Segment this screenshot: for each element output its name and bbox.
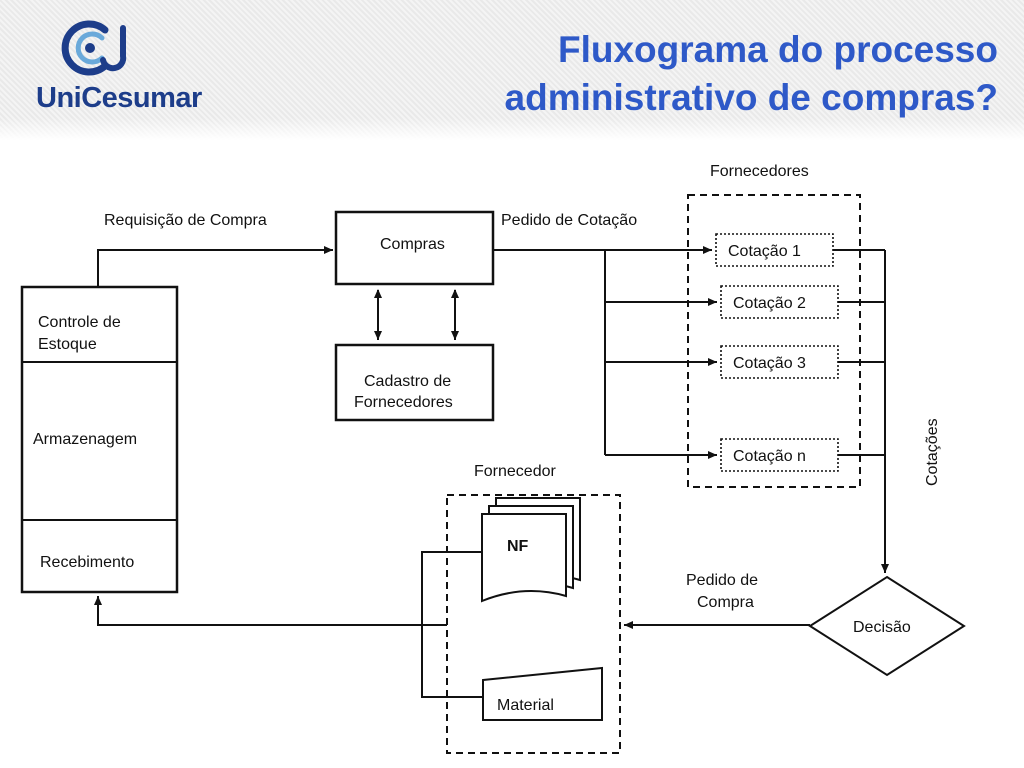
title-line-1: Fluxograma do processo bbox=[558, 29, 998, 70]
cadastro-label-1: Cadastro de bbox=[364, 373, 451, 390]
cotacao-2-label: Cotação 2 bbox=[733, 295, 806, 312]
cotacao-3-label: Cotação 3 bbox=[733, 355, 806, 372]
pedido-cotacao-label: Pedido de Cotação bbox=[501, 212, 637, 229]
nf-document-icon bbox=[481, 497, 581, 603]
slide-header bbox=[0, 0, 1024, 140]
compras-label: Compras bbox=[380, 236, 445, 253]
fornecedores-group bbox=[687, 194, 861, 488]
requisicao-label: Requisição de Compra bbox=[104, 212, 267, 229]
cotacao-2-box bbox=[720, 285, 839, 319]
page-title: Fluxograma do processo administrativo de… bbox=[358, 26, 998, 122]
requisicao-arrow bbox=[97, 246, 333, 287]
armazenagem-label: Armazenagem bbox=[33, 431, 137, 448]
cotacao-1-label: Cotação 1 bbox=[728, 243, 801, 260]
cotacao-request-arrows bbox=[493, 246, 717, 459]
logo-text: UniCesumar bbox=[36, 82, 202, 114]
estoque-column bbox=[20, 285, 179, 594]
material-label: Material bbox=[497, 697, 554, 714]
unicesumar-logo: UniCesumar bbox=[30, 20, 220, 120]
controle-estoque-label-2: Estoque bbox=[38, 336, 97, 353]
pedido-compra-label-1: Pedido de bbox=[686, 572, 758, 589]
nf-label: NF bbox=[507, 538, 529, 555]
controle-estoque-label-1: Controle de bbox=[38, 314, 121, 331]
recebimento-return-arrow bbox=[94, 551, 483, 698]
cadastro-label-2: Fornecedores bbox=[354, 394, 453, 411]
logo-emblem-icon bbox=[61, 20, 127, 76]
pedido-compra-label-2: Compra bbox=[697, 594, 754, 611]
fornecedores-label: Fornecedores bbox=[710, 163, 809, 180]
header-fade bbox=[0, 118, 1024, 140]
cotacao-n-box bbox=[720, 438, 839, 472]
compras-box bbox=[334, 210, 495, 286]
decisao-diamond bbox=[808, 575, 966, 677]
fornecedor-label: Fornecedor bbox=[474, 463, 556, 480]
cotacao-n-label: Cotação n bbox=[733, 448, 806, 465]
cotacoes-label: Cotações bbox=[924, 418, 941, 486]
cadastro-box bbox=[334, 343, 495, 422]
recebimento-label: Recebimento bbox=[40, 554, 134, 571]
material-box bbox=[482, 666, 603, 721]
cotacoes-return-arrows bbox=[833, 249, 889, 573]
title-line-2: administrativo de compras? bbox=[504, 77, 998, 118]
decisao-label: Decisão bbox=[853, 619, 911, 636]
